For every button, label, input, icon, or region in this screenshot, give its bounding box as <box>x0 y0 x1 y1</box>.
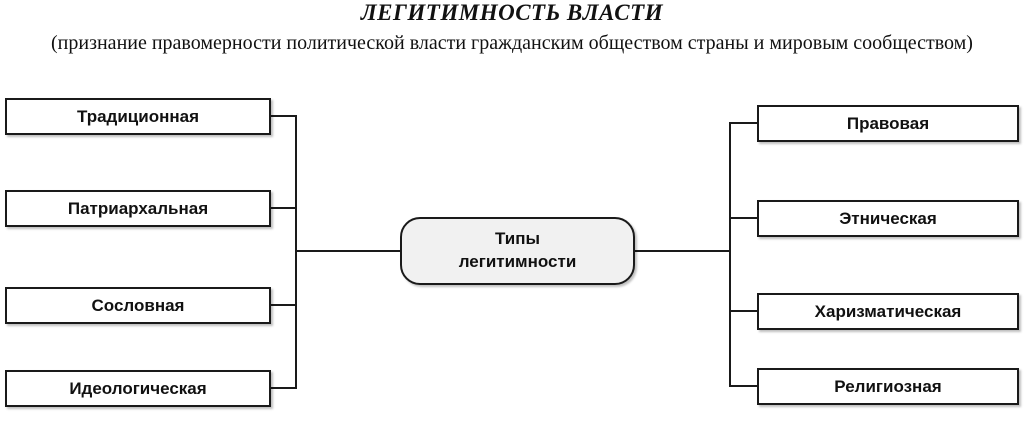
node-charismatic: Харизматическая <box>757 293 1019 330</box>
node-charismatic-label: Харизматическая <box>814 301 962 321</box>
diagram-subtitle: (признание правомерности политической вл… <box>51 32 973 54</box>
node-types-of-legitimacy-line1: Типы <box>495 229 540 249</box>
node-patriarchal: Патриархальная <box>5 190 271 227</box>
node-religious-label: Религиозная <box>834 376 942 396</box>
node-legal-label: Правовая <box>846 113 930 133</box>
node-types-of-legitimacy: Типы легитимности <box>400 217 635 285</box>
node-ethnic-label: Этническая <box>839 208 937 228</box>
node-legal: Правовая <box>757 105 1019 142</box>
diagram-title: ЛЕГИТИМНОСТЬ ВЛАСТИ <box>360 0 664 25</box>
node-religious: Религиозная <box>757 368 1019 405</box>
node-estate: Сословная <box>5 287 271 324</box>
node-traditional-label: Традиционная <box>76 106 199 126</box>
node-ideological-label: Идеологическая <box>69 378 207 398</box>
node-patriarchal-label: Патриархальная <box>67 198 209 218</box>
node-ethnic: Этническая <box>757 200 1019 237</box>
node-estate-label: Сословная <box>91 295 185 315</box>
node-ideological: Идеологическая <box>5 370 271 407</box>
node-traditional: Традиционная <box>5 98 271 135</box>
node-types-of-legitimacy-line2: легитимности <box>458 252 577 271</box>
